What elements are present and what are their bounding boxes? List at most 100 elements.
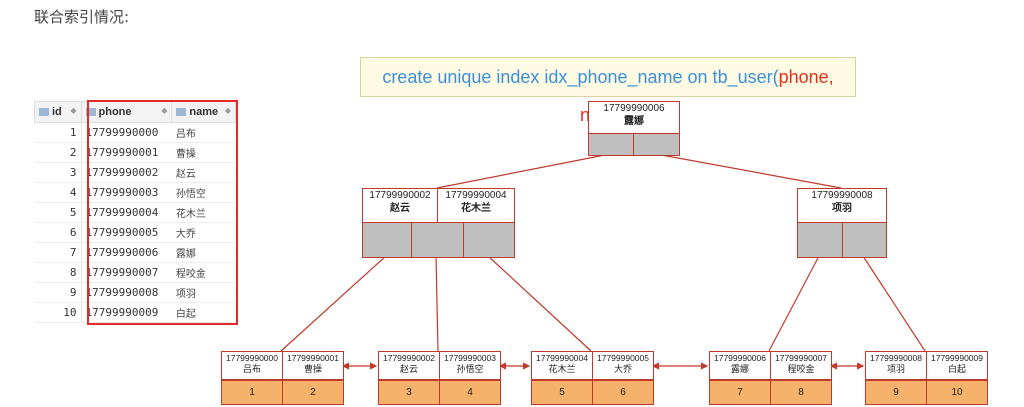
- key-name: 花木兰: [548, 365, 576, 375]
- key-name: 大乔: [613, 365, 632, 375]
- key-phone: 17799990001: [286, 353, 339, 363]
- key-phone: 17799990008: [811, 190, 873, 201]
- key-name: 项羽: [886, 365, 905, 375]
- cell-phone: 17799990003: [81, 182, 172, 203]
- key-phone: 17799990000: [225, 353, 278, 363]
- cell-name: 白起: [171, 302, 236, 323]
- cell-name: 项羽: [171, 282, 236, 303]
- index-key: 17799990002 赵云: [378, 351, 440, 380]
- cell-phone: 17799990007: [81, 262, 172, 283]
- index-key: 17799990008 项羽: [865, 351, 927, 380]
- key-name: 露娜: [730, 365, 749, 375]
- cell-phone: 17799990002: [81, 162, 172, 183]
- key-phone: 17799990009: [930, 353, 983, 363]
- key-phone: 17799990002: [382, 353, 435, 363]
- sort-icon[interactable]: ◆: [70, 106, 77, 115]
- column-icon: [85, 108, 96, 117]
- index-key: 17799990006 露娜: [709, 351, 771, 380]
- column-icon: [176, 108, 187, 117]
- tree-edge: [280, 255, 387, 352]
- row-id-cell: 9: [865, 380, 927, 405]
- cell-phone: 17799990004: [81, 202, 172, 223]
- key-name: 露娜: [624, 116, 644, 127]
- child-pointer: [588, 133, 634, 156]
- cell-name: 大乔: [171, 222, 236, 243]
- cell-phone: 17799990000: [81, 122, 172, 143]
- cell-id: 3: [34, 162, 82, 183]
- cell-name: 露娜: [171, 242, 236, 263]
- section-heading: 联合索引情况:: [34, 8, 130, 26]
- sql-col-phone: phone: [778, 67, 829, 87]
- child-pointer: [842, 222, 887, 258]
- key-name: 孙悟空: [456, 365, 484, 375]
- child-pointer: [797, 222, 843, 258]
- row-id-cell: 1: [221, 380, 283, 405]
- key-name: 赵云: [399, 365, 418, 375]
- cell-id: 7: [34, 242, 82, 263]
- cell-id: 5: [34, 202, 82, 223]
- cell-id: 9: [34, 282, 82, 303]
- index-key: 17799990000 吕布: [221, 351, 283, 380]
- key-name: 花木兰: [461, 203, 491, 214]
- index-key: 17799990009 白起: [926, 351, 988, 380]
- row-id-cell: 4: [439, 380, 501, 405]
- key-name: 吕布: [242, 365, 261, 375]
- key-name: 白起: [947, 365, 966, 375]
- child-pointer: [362, 222, 412, 258]
- row-id-cell: 6: [592, 380, 654, 405]
- table-header-row: id◆ phone◆ name◆: [34, 101, 236, 123]
- key-phone: 17799990005: [596, 353, 649, 363]
- row-id-cell: 7: [709, 380, 771, 405]
- tree-edge: [436, 153, 611, 189]
- cell-name: 赵云: [171, 162, 236, 183]
- index-key: 17799990006 露娜: [588, 101, 680, 134]
- row-id-cell: 3: [378, 380, 440, 405]
- key-phone: 17799990006: [603, 103, 665, 114]
- key-phone: 17799990004: [445, 190, 507, 201]
- highlight-frame: [87, 100, 238, 325]
- row-id-cell: 5: [531, 380, 593, 405]
- cell-phone: 17799990001: [81, 142, 172, 163]
- cell-name: 程咬金: [171, 262, 236, 283]
- column-header-name[interactable]: name◆: [171, 101, 236, 123]
- key-phone: 17799990004: [535, 353, 588, 363]
- cell-phone: 17799990008: [81, 282, 172, 303]
- cell-phone: 17799990009: [81, 302, 172, 323]
- cell-id: 4: [34, 182, 82, 203]
- cell-name: 吕布: [171, 122, 236, 143]
- cell-id: 10: [34, 302, 82, 323]
- key-phone: 17799990008: [869, 353, 922, 363]
- sort-icon[interactable]: ◆: [224, 106, 231, 115]
- cell-name: 花木兰: [171, 202, 236, 223]
- tree-edge: [768, 255, 820, 352]
- child-pointer: [633, 133, 680, 156]
- key-phone: 17799990002: [369, 190, 431, 201]
- sort-icon[interactable]: ◆: [161, 106, 168, 115]
- cell-id: 6: [34, 222, 82, 243]
- key-name: 程咬金: [787, 365, 815, 375]
- key-column-icon: [39, 108, 49, 117]
- column-header-phone[interactable]: phone◆: [80, 101, 173, 123]
- key-phone: 17799990006: [713, 353, 766, 363]
- row-id-cell: 8: [770, 380, 832, 405]
- cell-id: 1: [34, 122, 82, 143]
- index-key: 17799990005 大乔: [592, 351, 654, 380]
- tree-edge: [435, 255, 439, 352]
- key-name: 赵云: [390, 203, 410, 214]
